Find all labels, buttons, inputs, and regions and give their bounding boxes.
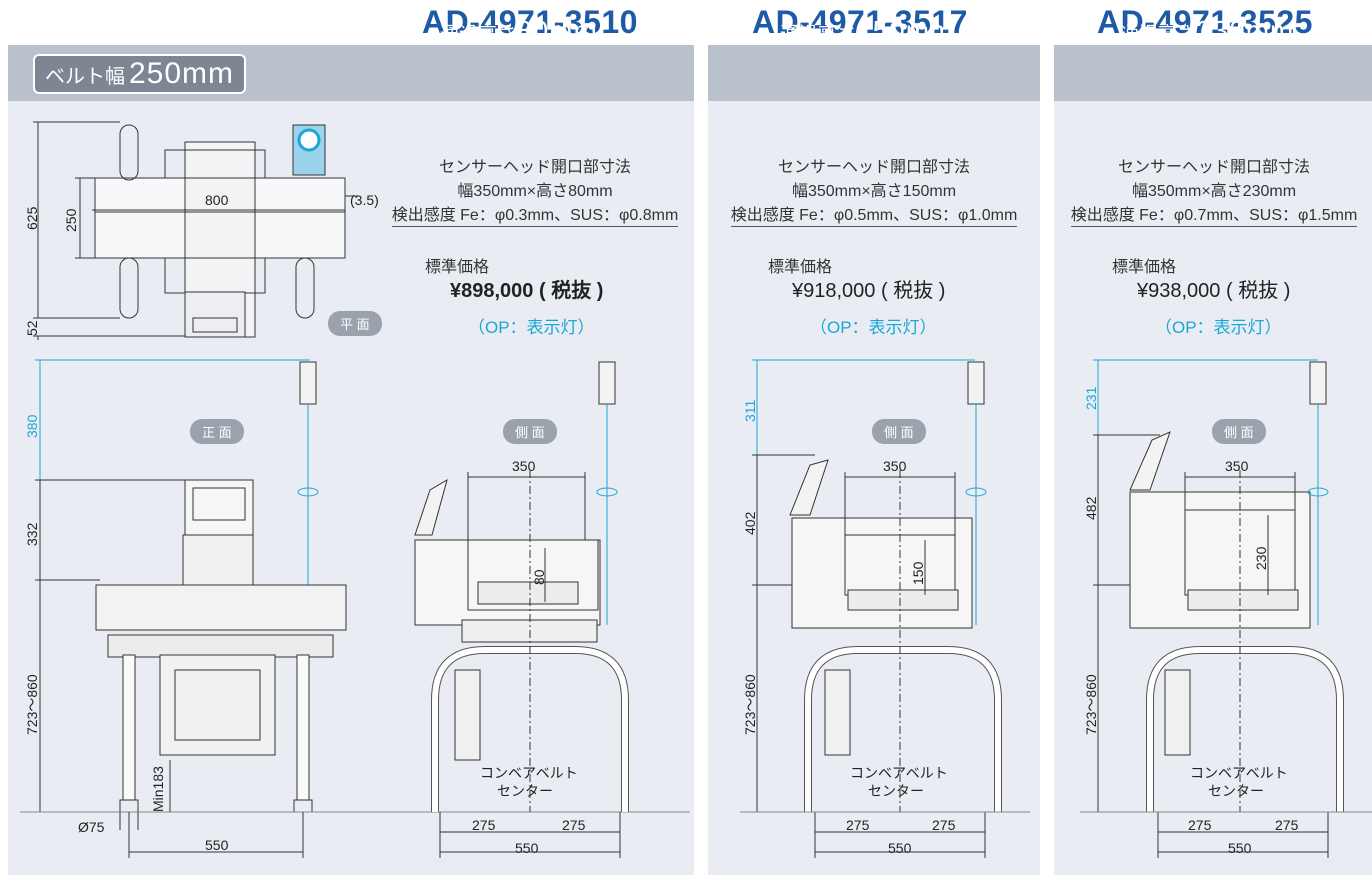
side-view-drawing (740, 359, 1030, 858)
side2-center-line2: センター (868, 783, 924, 799)
price-label: 標準価格 (425, 259, 490, 276)
dim-side3-half-l: 275 (1188, 817, 1212, 833)
dim-plan-bottom: 52 (24, 320, 40, 336)
dim-front-lamp: 380 (24, 414, 40, 438)
side-view-drawing (1080, 359, 1372, 858)
panel-3525 (1054, 45, 1372, 875)
dim-side3-height: 723～860 (1083, 674, 1099, 735)
spec-block-3525: センサーヘッド開口部寸法 幅350mm×高さ230mm 検出感度 Fe：φ0.7… (1062, 156, 1366, 228)
side-view-badge: 側 面 (872, 419, 926, 444)
side-view-badge: 側 面 (1212, 419, 1266, 444)
dim-front-height: 723～860 (24, 674, 40, 735)
dim-side3-head: 482 (1083, 496, 1099, 520)
spec-block-3517: センサーヘッド開口部寸法 幅350mm×高さ150mm 検出感度 Fe：φ0.5… (722, 156, 1026, 228)
dim-side3-half-r: 275 (1275, 817, 1299, 833)
side3-center-line2: センター (1208, 783, 1264, 799)
side1-center-line1: コンベアベルト (480, 765, 578, 781)
dim-side3-pass: 230 (1253, 546, 1269, 570)
dim-side2-head: 402 (742, 511, 758, 535)
spec-size: 幅350mm×高さ150mm (791, 183, 957, 200)
front-view-badge: 正 面 (190, 419, 244, 444)
dim-plan-belt: 250 (63, 208, 79, 232)
dim-side2-opening: 350 (883, 458, 907, 474)
dim-side1-half-r: 275 (562, 817, 586, 833)
spec-head: センサーヘッド開口部寸法 (1117, 159, 1310, 176)
passage-height-3510: 通過高さ80mm (440, 15, 598, 46)
spec-sensitivity: 検出感度 Fe：φ0.5mm、SUS：φ1.0mm (730, 207, 1018, 227)
price-label: 標準価格 (1112, 259, 1177, 276)
front-view-drawing (20, 359, 690, 858)
price-3525: ¥938,000 ( 税抜 ) (1137, 280, 1291, 302)
dim-side3-lamp: 231 (1083, 386, 1099, 410)
side-view-drawing (414, 361, 629, 858)
dim-side1-opening: 350 (512, 458, 536, 474)
price-label: 標準価格 (768, 259, 833, 276)
option-lamp-3525: （OP：表示灯） (1155, 318, 1282, 337)
model-title-3525: AD-4971-3525 (1097, 4, 1313, 40)
passage-height-3525: 通過高さ230mm (1120, 15, 1295, 46)
belt-width-label: ベルト幅 (45, 65, 125, 88)
dim-front-foot: Ø75 (78, 819, 105, 835)
dim-plan-total: 625 (24, 206, 40, 230)
side1-center-line2: センター (497, 783, 553, 799)
dim-side2-base: 550 (888, 840, 912, 856)
panel-3517 (708, 45, 1040, 875)
dim-side3-opening: 350 (1225, 458, 1249, 474)
model-title-3510: AD-4971-3510 (422, 4, 638, 40)
price-3510: ¥898,000 ( 税抜 ) (450, 280, 604, 302)
option-lamp-3517: （OP：表示灯） (810, 318, 937, 337)
spec-block-3510: センサーヘッド開口部寸法 幅350mm×高さ80mm 検出感度 Fe：φ0.3m… (380, 156, 690, 228)
dim-front-min: Min183 (150, 766, 166, 812)
dim-side2-half-l: 275 (846, 817, 870, 833)
plan-view-badge: 平 面 (328, 311, 382, 336)
option-lamp-3510: （OP：表示灯） (468, 318, 595, 337)
dim-front-head: 332 (24, 522, 40, 546)
dim-plan-gap: (3.5) (350, 192, 379, 208)
dim-side2-lamp: 311 (742, 399, 758, 422)
spec-sensitivity: 検出感度 Fe：φ0.3mm、SUS：φ0.8mm (391, 207, 679, 227)
side-view-badge: 側 面 (503, 419, 557, 444)
dim-side3-base: 550 (1228, 840, 1252, 856)
panel-header (708, 45, 1040, 101)
dim-front-base: 550 (205, 837, 229, 853)
dim-side2-height: 723～860 (742, 674, 758, 735)
side2-center-line1: コンベアベルト (850, 765, 948, 781)
dim-side1-base: 550 (515, 840, 539, 856)
dim-plan-length: 800 (205, 192, 229, 208)
dim-side2-pass: 150 (910, 561, 926, 585)
dim-side1-half-l: 275 (472, 817, 496, 833)
dim-side1-pass: 80 (531, 569, 547, 585)
price-3517: ¥918,000 ( 税抜 ) (792, 280, 946, 302)
passage-height-3517: 通過高さ150mm (780, 15, 955, 46)
spec-head: センサーヘッド開口部寸法 (438, 159, 631, 176)
spec-sensitivity: 検出感度 Fe：φ0.7mm、SUS：φ1.5mm (1070, 207, 1358, 227)
belt-width-badge: ベルト幅 250mm (33, 54, 247, 94)
spec-size: 幅350mm×高さ80mm (457, 183, 613, 200)
spec-size: 幅350mm×高さ230mm (1131, 183, 1297, 200)
panel-header (1054, 45, 1372, 101)
plan-view-drawing (33, 121, 358, 340)
spec-head: センサーヘッド開口部寸法 (777, 159, 970, 176)
dim-side2-half-r: 275 (932, 817, 956, 833)
side3-center-line1: コンベアベルト (1190, 765, 1288, 781)
model-title-3517: AD-4971-3517 (752, 4, 968, 40)
belt-width-value: 250mm (129, 57, 235, 90)
